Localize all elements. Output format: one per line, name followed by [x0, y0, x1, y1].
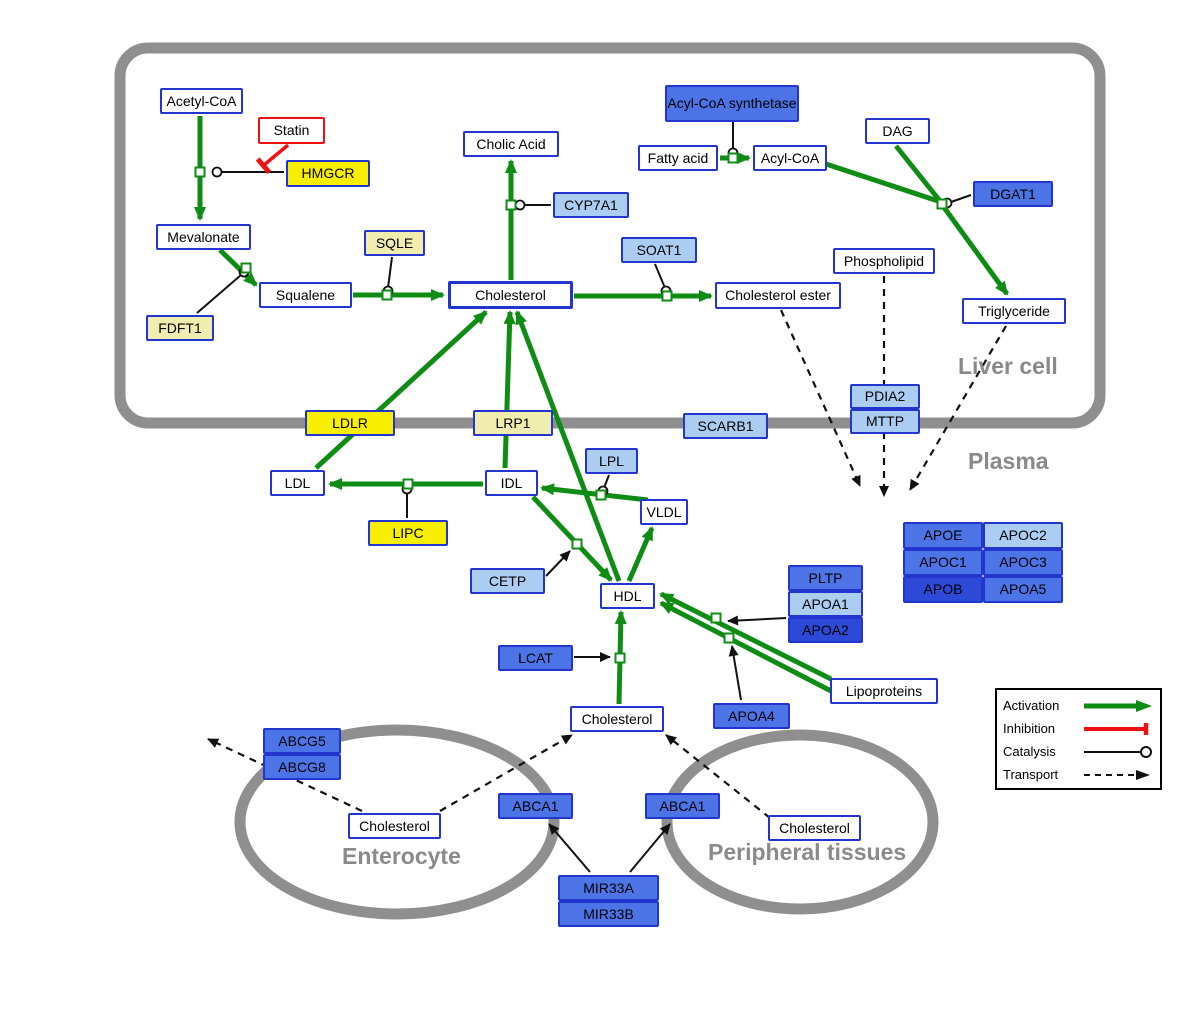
node-pdia2[interactable]: PDIA2 — [850, 384, 920, 409]
enterocyte-membrane — [234, 724, 560, 920]
node-abca1-peripheral[interactable]: ABCA1 — [645, 793, 720, 819]
node-cholic-acid[interactable]: Cholic Acid — [463, 131, 559, 157]
inhibition-tbar-symbol — [1084, 722, 1149, 735]
node-apoc1[interactable]: APOC1 — [903, 549, 983, 576]
peripheral-tissues-membrane — [661, 729, 939, 915]
node-triglyceride[interactable]: Triglyceride — [962, 298, 1066, 324]
node-apoa4[interactable]: APOA4 — [713, 703, 790, 729]
node-mir33a[interactable]: MIR33A — [558, 875, 659, 901]
node-squalene[interactable]: Squalene — [259, 282, 352, 308]
inhibition-edge — [255, 143, 290, 175]
node-apoa1[interactable]: APOA1 — [788, 591, 863, 617]
legend-inhibition-label: Inhibition — [1003, 721, 1056, 736]
reaction-nodes — [194, 152, 948, 664]
node-apob[interactable]: APOB — [903, 576, 983, 603]
node-acyl-coa-2[interactable]: Acyl-CoA — [753, 145, 827, 171]
node-cyp7a1[interactable]: CYP7A1 — [553, 192, 629, 218]
node-soat1[interactable]: SOAT1 — [621, 237, 697, 263]
node-lpl[interactable]: LPL — [585, 448, 638, 474]
node-statin[interactable]: Statin — [258, 117, 325, 144]
node-acetyl-coa[interactable]: Acetyl-CoA — [160, 88, 243, 114]
legend-row-transport: Transport — [1003, 763, 1154, 786]
legend-catalysis-label: Catalysis — [1003, 744, 1056, 759]
node-lipc[interactable]: LIPC — [368, 520, 448, 546]
node-cholesterol-ester[interactable]: Cholesterol ester — [715, 282, 841, 309]
node-lrp1[interactable]: LRP1 — [473, 410, 553, 436]
plasma-label: Plasma — [968, 448, 1049, 474]
node-apoe[interactable]: APOE — [903, 522, 983, 549]
node-ldlr[interactable]: LDLR — [305, 410, 395, 436]
node-cholesterol-plasma[interactable]: Cholesterol — [570, 706, 664, 732]
node-hmgcr[interactable]: HMGCR — [286, 160, 370, 187]
peripheral-tissues-label: Peripheral tissues — [708, 839, 907, 865]
compartment-outlines — [114, 42, 1106, 920]
legend-transport-label: Transport — [1003, 767, 1059, 782]
node-fdft1[interactable]: FDFT1 — [146, 315, 214, 341]
node-mevalonate[interactable]: Mevalonate — [156, 224, 251, 250]
activation-edges — [194, 116, 1010, 705]
catalysis-circle-symbol — [1084, 745, 1152, 758]
legend: Activation Inhibition Catalysis Transpor… — [995, 688, 1162, 790]
regulation-arrows — [545, 550, 787, 873]
node-acyl-coa-synthetase[interactable]: Acyl-CoA synthetase — [665, 85, 799, 122]
liver-cell-label: Liver cell — [958, 353, 1058, 379]
node-cholesterol-liver[interactable]: Cholesterol — [448, 281, 573, 309]
node-scarb1[interactable]: SCARB1 — [683, 413, 768, 439]
legend-activation-label: Activation — [1003, 698, 1060, 713]
enterocyte-label: Enterocyte — [342, 843, 461, 869]
node-sqle[interactable]: SQLE — [364, 230, 425, 256]
activation-arrow-symbol — [1084, 699, 1152, 712]
node-ldl[interactable]: LDL — [270, 470, 325, 496]
node-abca1-enterocyte[interactable]: ABCA1 — [498, 793, 573, 819]
node-lcat[interactable]: LCAT — [498, 645, 573, 671]
node-lipoproteins[interactable]: Lipoproteins — [830, 678, 938, 704]
legend-row-inhibition: Inhibition — [1003, 717, 1154, 740]
node-fatty-acid[interactable]: Fatty acid — [638, 145, 718, 171]
node-cetp[interactable]: CETP — [470, 568, 545, 594]
legend-row-catalysis: Catalysis — [1003, 740, 1154, 763]
node-cholesterol-enterocyte[interactable]: Cholesterol — [348, 813, 441, 839]
node-hdl[interactable]: HDL — [600, 583, 655, 609]
node-apoa2[interactable]: APOA2 — [788, 617, 863, 643]
node-apoc2[interactable]: APOC2 — [983, 522, 1063, 549]
legend-row-activation: Activation — [1003, 694, 1154, 717]
node-apoa5[interactable]: APOA5 — [983, 576, 1063, 603]
node-abcg5[interactable]: ABCG5 — [263, 728, 341, 754]
node-vldl[interactable]: VLDL — [640, 499, 688, 525]
node-mttp[interactable]: MTTP — [850, 409, 920, 434]
node-apoc3[interactable]: APOC3 — [983, 549, 1063, 576]
node-dgat1[interactable]: DGAT1 — [973, 181, 1053, 207]
liver-cell-membrane — [114, 42, 1106, 429]
node-abcg8[interactable]: ABCG8 — [263, 754, 341, 780]
node-pltp[interactable]: PLTP — [788, 565, 863, 591]
node-cholesterol-peripheral[interactable]: Cholesterol — [768, 815, 861, 841]
node-mir33b[interactable]: MIR33B — [558, 901, 659, 927]
transport-dashed-arrow-symbol — [1084, 769, 1150, 780]
node-idl[interactable]: IDL — [485, 470, 538, 496]
node-dag[interactable]: DAG — [865, 118, 930, 144]
catalysis-edges — [196, 122, 972, 518]
node-phospholipid[interactable]: Phospholipid — [833, 248, 935, 274]
